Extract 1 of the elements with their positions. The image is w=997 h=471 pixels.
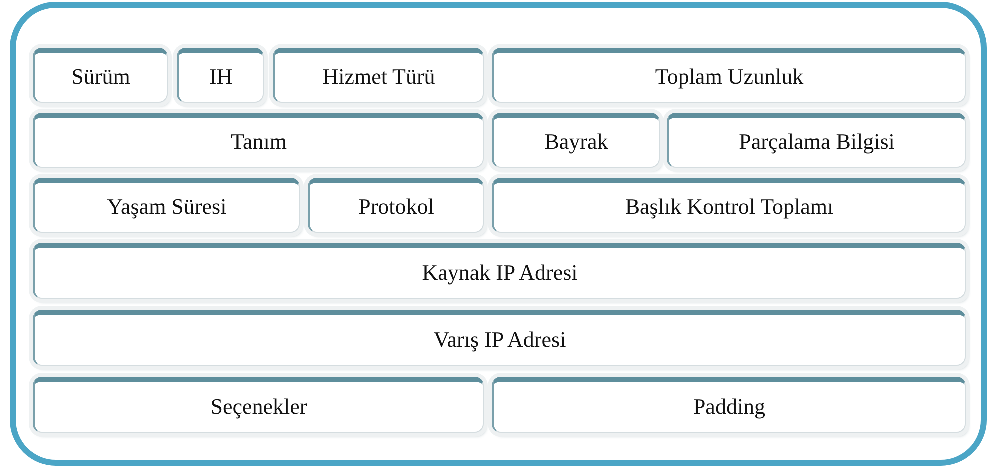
header-frame [10, 2, 987, 466]
